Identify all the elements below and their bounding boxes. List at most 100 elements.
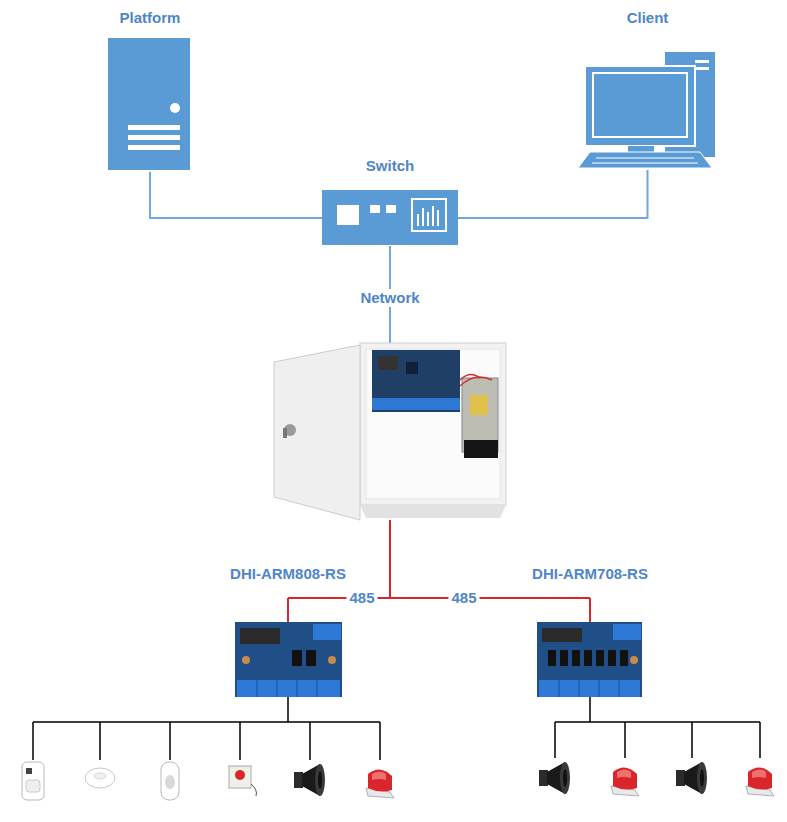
alarm-panel-cabinet	[470, 395, 488, 415]
smoke-detector	[94, 773, 106, 779]
computer-icon	[578, 52, 715, 168]
computer-icon	[578, 152, 712, 168]
switch-icon	[322, 190, 458, 245]
bus-label: 485	[346, 589, 377, 607]
alarm-panel-cabinet	[372, 398, 460, 410]
switch-icon	[337, 205, 359, 225]
expansion-board	[548, 650, 556, 666]
alarm-panel-cabinet	[366, 349, 500, 499]
computer-icon	[593, 73, 687, 137]
expansion-board	[620, 650, 628, 666]
alarm-panel-cabinet	[360, 505, 506, 518]
module-node: DHI-ARM708-RS	[524, 562, 656, 698]
expansion-board	[559, 680, 619, 697]
expansion-board	[235, 622, 342, 697]
device-wiring	[33, 697, 380, 760]
computer-icon	[695, 67, 709, 70]
expansion-board	[542, 628, 582, 642]
smoke-detector	[85, 768, 115, 788]
network-cable	[458, 170, 648, 218]
expansion-board	[257, 680, 317, 697]
expansion-board	[613, 624, 641, 640]
siren	[539, 762, 570, 794]
network-label: Network	[357, 289, 422, 307]
expansion-board	[537, 622, 642, 697]
bus-label: 485	[448, 589, 479, 607]
switch-node: Switch	[322, 154, 458, 246]
expansion-board	[306, 650, 316, 666]
node-heading: DHI-ARM808-RS	[222, 562, 354, 586]
computer-icon	[628, 146, 654, 152]
strobe-light	[611, 767, 639, 796]
computer-icon	[585, 66, 695, 146]
computer-icon	[695, 60, 709, 63]
alarm-panel-cabinet	[464, 440, 498, 458]
pir-detector	[26, 780, 40, 792]
panic-button	[235, 770, 245, 780]
switch-icon	[412, 199, 446, 231]
expansion-board	[242, 656, 250, 664]
strobe-light	[366, 769, 394, 798]
expansion-board	[539, 680, 640, 697]
computer-icon	[592, 158, 698, 163]
alarm-panel-cabinet	[460, 374, 492, 386]
panic-button	[229, 766, 256, 796]
node-heading: Switch	[322, 154, 458, 178]
node-heading: DHI-ARM708-RS	[524, 562, 656, 586]
expansion-board	[313, 624, 341, 640]
siren	[676, 762, 707, 794]
alarm-panel-cabinet	[274, 345, 360, 520]
pir-detector	[161, 762, 179, 800]
alarm-panel-cabinet	[274, 343, 506, 520]
strobe-light	[746, 767, 774, 796]
server-icon	[108, 38, 190, 170]
server-icon	[128, 125, 180, 130]
alarm-panel-cabinet	[283, 428, 287, 438]
smoke-detector	[85, 768, 115, 788]
expansion-board	[537, 622, 642, 697]
server-icon	[128, 145, 180, 150]
siren	[294, 764, 325, 796]
pir-detector	[22, 762, 44, 800]
siren	[676, 762, 707, 794]
strobe-light	[366, 769, 394, 798]
expansion-board	[328, 656, 336, 664]
server-icon	[108, 38, 190, 170]
expansion-board	[235, 622, 342, 697]
expansion-board	[584, 650, 592, 666]
expansion-board	[292, 650, 302, 666]
strobe-light	[746, 767, 774, 796]
expansion-board	[237, 680, 340, 697]
pir-detector	[165, 775, 175, 789]
switch-icon	[322, 190, 458, 245]
alarm-panel-cabinet	[406, 362, 418, 374]
device-wiring	[555, 697, 760, 758]
alarm-panel-cabinet	[372, 350, 460, 412]
strobe-light	[611, 767, 639, 796]
siren	[294, 764, 325, 796]
expansion-board	[608, 650, 616, 666]
switch-icon	[370, 205, 380, 213]
switch-icon	[386, 205, 396, 213]
expansion-board	[572, 650, 580, 666]
server-icon	[128, 135, 180, 140]
alarm-panel-cabinet	[378, 356, 398, 370]
network-cable	[150, 172, 322, 218]
switch-icon	[418, 206, 438, 226]
module-node: DHI-ARM808-RS	[222, 562, 354, 698]
siren	[539, 762, 570, 794]
panic-button	[229, 766, 251, 788]
alarm-panel-cabinet	[360, 343, 506, 505]
client-node: Client	[575, 6, 720, 170]
pir-detector	[161, 762, 179, 800]
expansion-board	[240, 628, 280, 644]
pir-detector	[26, 768, 32, 774]
expansion-board	[560, 650, 568, 666]
expansion-board	[596, 650, 604, 666]
node-heading: Platform	[95, 6, 205, 30]
server-node: Platform	[95, 6, 205, 172]
node-heading: Client	[575, 6, 720, 30]
